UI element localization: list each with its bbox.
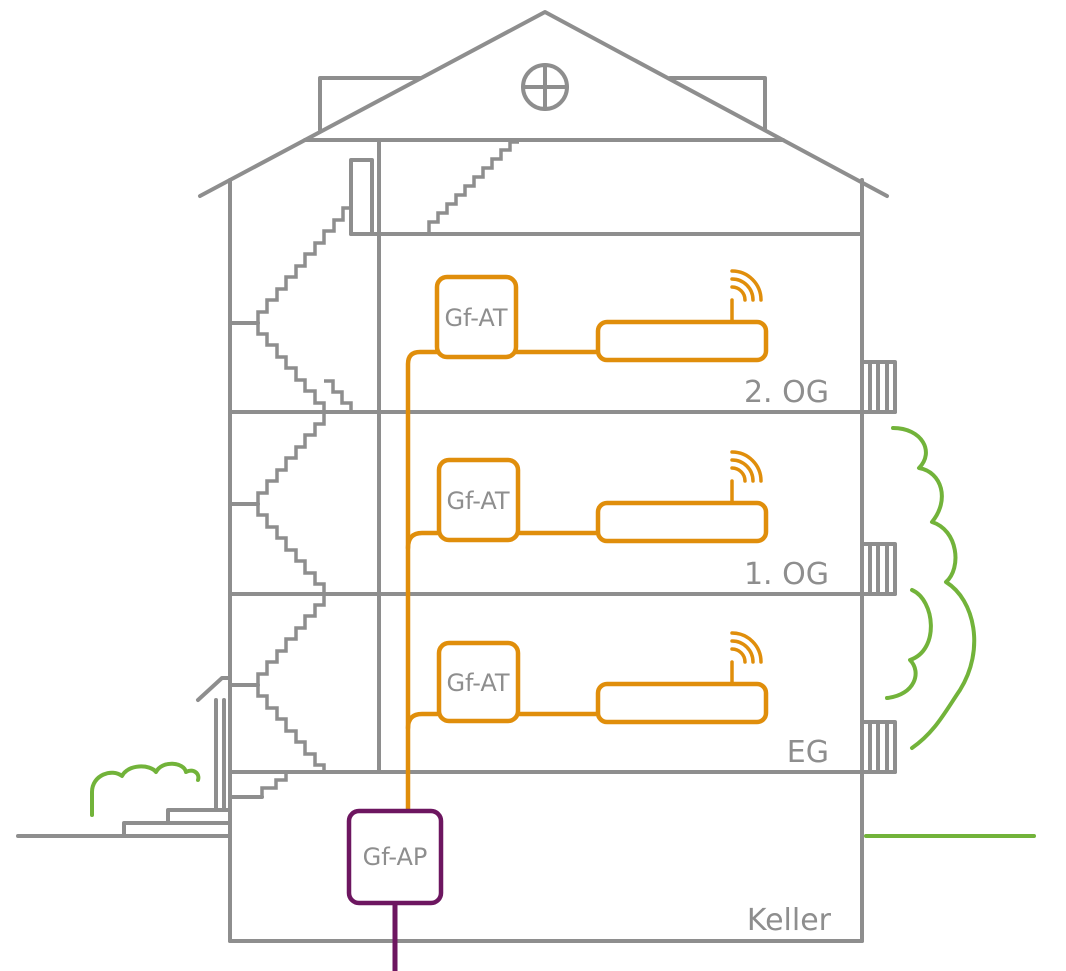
termination-box-label: Gf-AT <box>444 304 507 332</box>
attic-window-icon <box>521 63 569 111</box>
vegetation <box>90 426 1036 838</box>
floor-label: 2. OG <box>744 375 829 410</box>
entrance-canopy <box>196 676 232 702</box>
floor-label: Keller <box>747 903 832 938</box>
termination-box-label: Gf-AT <box>446 669 509 697</box>
staircase <box>256 412 326 504</box>
wifi-signal-icon <box>730 631 763 686</box>
floor-label: 1. OG <box>744 557 829 592</box>
floor-2og: Gf-AT 2. OG <box>434 269 829 410</box>
staircase <box>256 685 351 774</box>
access-point-label: Gf-AP <box>363 843 428 871</box>
attic-staircase <box>427 140 519 232</box>
staircase <box>256 594 326 685</box>
router-icon <box>595 319 769 363</box>
floor-eg: Gf-AT EG <box>436 631 829 770</box>
floor-keller: Gf-AP Keller <box>346 808 832 938</box>
tree <box>891 426 977 750</box>
fiber-riser <box>405 349 440 813</box>
balcony <box>860 720 897 774</box>
fiber-branch <box>405 530 442 551</box>
router-icon <box>595 681 769 725</box>
tree <box>885 588 933 700</box>
balcony <box>860 360 897 414</box>
balcony <box>860 542 897 596</box>
staircase <box>256 323 326 412</box>
staircase <box>256 504 351 596</box>
termination-box <box>436 640 521 724</box>
staircase <box>260 770 296 797</box>
wifi-signal-icon <box>730 450 763 505</box>
wifi-signal-icon <box>730 269 763 324</box>
house-structure <box>16 10 897 943</box>
floor-label: EG <box>787 735 829 770</box>
staircase <box>256 206 351 323</box>
attic-stairwell-frame <box>349 158 374 236</box>
staircase <box>324 379 353 412</box>
bush <box>90 761 201 817</box>
floor-1og: Gf-AT 1. OG <box>436 450 829 592</box>
termination-box <box>434 274 519 360</box>
access-point-box <box>346 808 444 906</box>
router-icon <box>595 500 769 544</box>
roof-dormer-right <box>668 76 767 132</box>
termination-box <box>436 457 521 543</box>
roof-dormer-left <box>318 76 422 132</box>
fiber-network <box>392 349 601 971</box>
fiber-branch <box>405 711 442 731</box>
roof <box>198 10 889 198</box>
termination-box-label: Gf-AT <box>446 487 509 515</box>
